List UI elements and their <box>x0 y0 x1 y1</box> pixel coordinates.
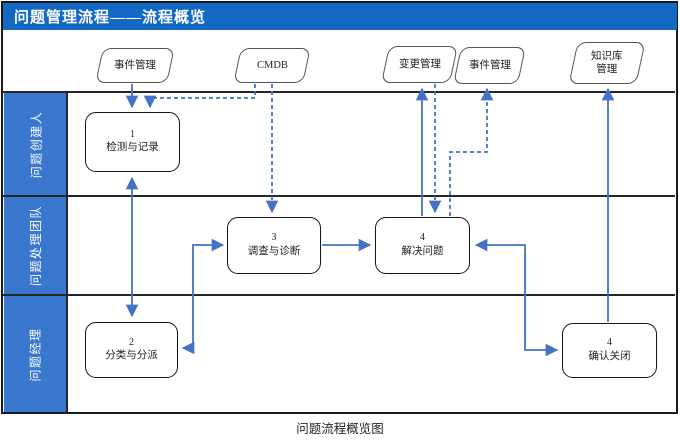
entity-change-mgmt: 变更管理 <box>381 46 458 83</box>
process-box-investigate-diagnose-label: 调查与诊断 <box>247 245 301 257</box>
process-box-detect-record-number: 1 <box>130 128 135 140</box>
lane-problem-manager: 问题经理 <box>4 296 67 412</box>
process-box-resolve-problem-label: 解决问题 <box>401 245 444 257</box>
process-box-resolve-problem: 4 解决问题 <box>375 217 470 274</box>
process-box-confirm-close-number: 4 <box>607 337 612 349</box>
process-box-confirm-close-label: 确认关闭 <box>588 350 631 362</box>
entity-incident-mgmt-left-label: 事件管理 <box>114 59 156 71</box>
process-box-investigate-diagnose-number: 3 <box>271 232 277 244</box>
entity-incident-mgmt-left: 事件管理 <box>95 48 175 83</box>
process-box-resolve-problem-number: 4 <box>420 232 425 244</box>
lane-label-column-border <box>66 91 68 414</box>
diagram-title-bar: 问题管理流程——流程概览 <box>3 3 677 30</box>
entity-cmdb-label: CMDB <box>256 59 288 71</box>
diagram-title: 问题管理流程——流程概览 <box>14 10 207 26</box>
entity-incident-mgmt-right-label: 事件管理 <box>468 59 511 71</box>
process-box-confirm-close: 4 确认关闭 <box>562 323 657 378</box>
lane-problem-creator: 问题创建人 <box>4 93 67 195</box>
entity-incident-mgmt-right: 事件管理 <box>453 47 526 84</box>
process-box-classify-assign-label: 分类与分派 <box>105 350 158 362</box>
lane-problem-team: 问题处理团队 <box>4 197 67 294</box>
process-box-detect-record-label: 检测与记录 <box>106 142 159 154</box>
entity-change-mgmt-label: 变更管理 <box>398 58 441 70</box>
lane-label-problem-manager: 问题经理 <box>28 326 43 382</box>
lane-divider-2 <box>3 294 675 296</box>
entity-knowledge-base-line2: 管理 <box>596 64 618 75</box>
lane-divider-1 <box>3 195 675 197</box>
process-box-investigate-diagnose: 3 调查与诊断 <box>227 217 321 274</box>
entity-knowledge-base-line1: 知识库 <box>591 50 623 62</box>
diagram-caption: 问题流程概览图 <box>296 422 384 436</box>
lane-label-problem-creator: 问题创建人 <box>29 110 44 178</box>
process-box-detect-record: 1 检测与记录 <box>85 112 180 172</box>
process-box-classify-assign: 2 分类与分派 <box>85 322 178 378</box>
entity-cmdb: CMDB <box>233 48 311 83</box>
entity-knowledge-base-label: 知识库 管理 <box>591 50 623 76</box>
lane-label-problem-team: 问题处理团队 <box>29 204 44 287</box>
lane-border-top <box>3 91 675 93</box>
entity-knowledge-base: 知识库 管理 <box>568 42 646 84</box>
process-box-classify-assign-number: 2 <box>129 336 134 348</box>
